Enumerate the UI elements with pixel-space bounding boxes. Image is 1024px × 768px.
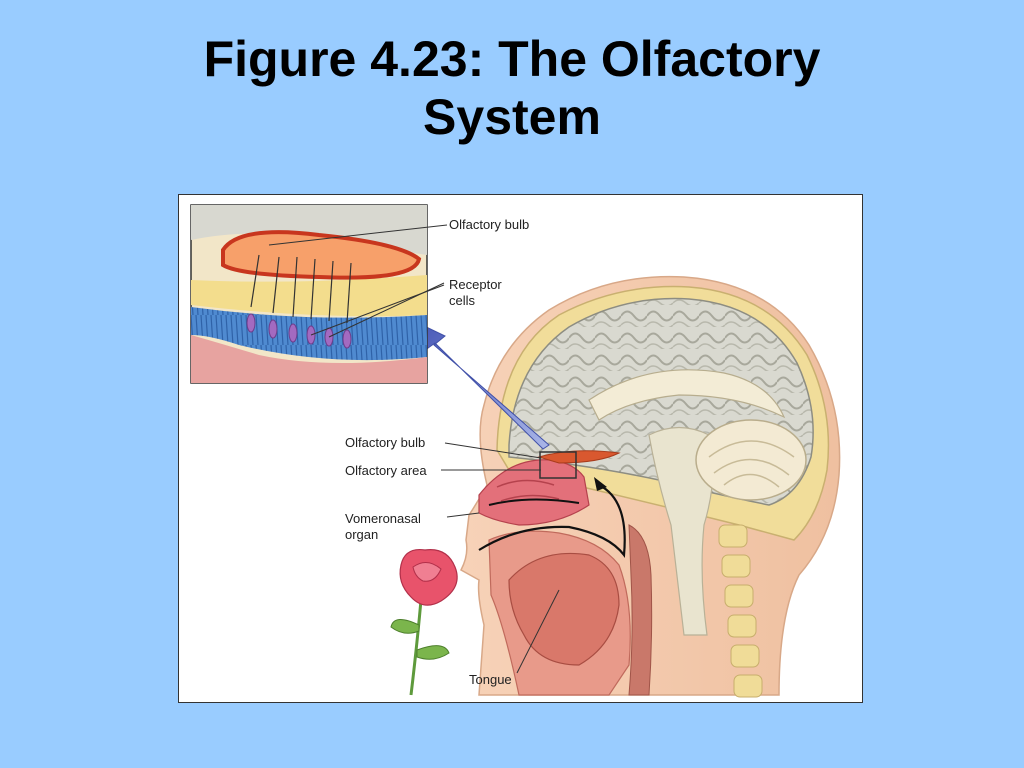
label-olfactory-area: Olfactory area xyxy=(345,463,427,478)
slide-title-line-2: System xyxy=(423,89,601,145)
nasal-cavity xyxy=(478,459,590,526)
inset-olfactory-bulb xyxy=(221,230,422,280)
airflow-arrowhead xyxy=(594,477,607,491)
slide-title-line-1: Figure 4.23: The Olfactory xyxy=(203,31,821,87)
rose-leaf-left xyxy=(390,619,420,634)
nasal-airflow xyxy=(488,498,580,506)
inset-label-receptor-line-1: Receptor xyxy=(449,277,502,292)
tongue xyxy=(508,552,620,666)
rose-illustration xyxy=(390,548,458,696)
inset-label-receptor-line-2: cells xyxy=(449,293,476,308)
cerebellum-folds xyxy=(708,440,795,488)
rose-stem xyxy=(409,599,423,696)
inset-detail xyxy=(190,204,428,384)
pharynx xyxy=(628,524,653,696)
rose-petal xyxy=(412,562,442,582)
olfactory-area-box xyxy=(539,451,577,479)
slide-title: Figure 4.23: The Olfactory System xyxy=(0,30,1024,146)
olfactory-illustration: Olfactory bulb Receptor cells Olfactory … xyxy=(190,204,841,698)
label-tongue: Tongue xyxy=(469,672,512,687)
inset-mucosa xyxy=(191,335,427,383)
nasal-turbinates xyxy=(496,479,560,502)
rose-leaf-right xyxy=(416,645,450,660)
leader-lines xyxy=(268,224,560,674)
receptor-axons xyxy=(250,254,352,324)
label-olfactory-bulb: Olfactory bulb xyxy=(345,435,425,450)
inset-label-olfactory-bulb: Olfactory bulb xyxy=(449,217,529,232)
olfactory-figure: Olfactory bulb Receptor cells Olfactory … xyxy=(178,194,863,703)
airflow-path xyxy=(478,484,626,558)
label-vomeronasal-line-1: Vomeronasal xyxy=(345,511,421,526)
receptor-cells xyxy=(246,313,352,349)
head-cross-section xyxy=(459,275,841,698)
corpus-callosum xyxy=(588,369,786,421)
cervical-vertebrae xyxy=(718,524,763,698)
inset-bone-layer xyxy=(191,275,427,317)
label-vomeronasal-line-2: organ xyxy=(345,527,378,542)
